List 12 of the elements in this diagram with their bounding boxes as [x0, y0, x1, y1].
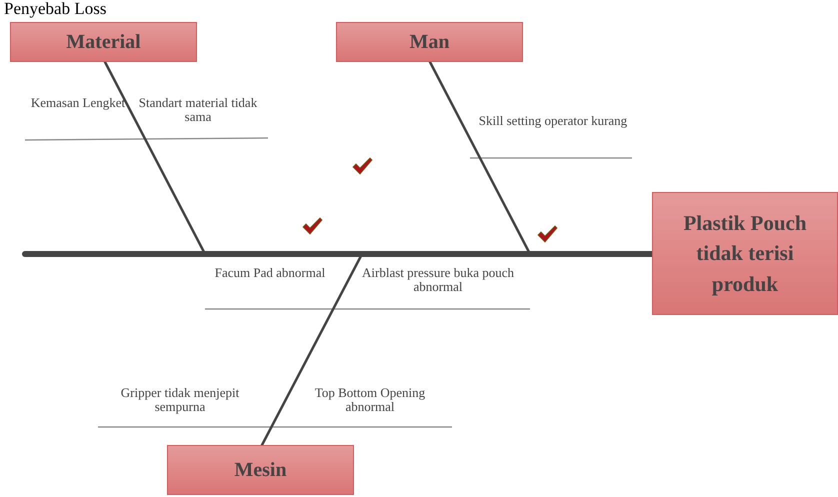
- cause-text: Kemasan Lengket: [30, 96, 126, 110]
- category-box: Man: [336, 22, 523, 62]
- cause-text: Skill setting operator kurang: [478, 114, 628, 128]
- category-box: Mesin: [167, 445, 354, 495]
- cause-text: Top Bottom Opening abnormal: [314, 386, 426, 414]
- cause-text: Standart material tidak sama: [138, 96, 258, 124]
- diagram-title: Penyebab Loss: [4, 0, 106, 18]
- cause-text: Airblast pressure buka pouch abnormal: [361, 266, 515, 294]
- cause-text: Gripper tidak menjepit sempurna: [120, 386, 240, 414]
- category-box: Material: [10, 22, 197, 62]
- cause-text: Facum Pad abnormal: [214, 266, 326, 280]
- effect-box: Plastik Pouch tidak terisi produk: [652, 192, 838, 315]
